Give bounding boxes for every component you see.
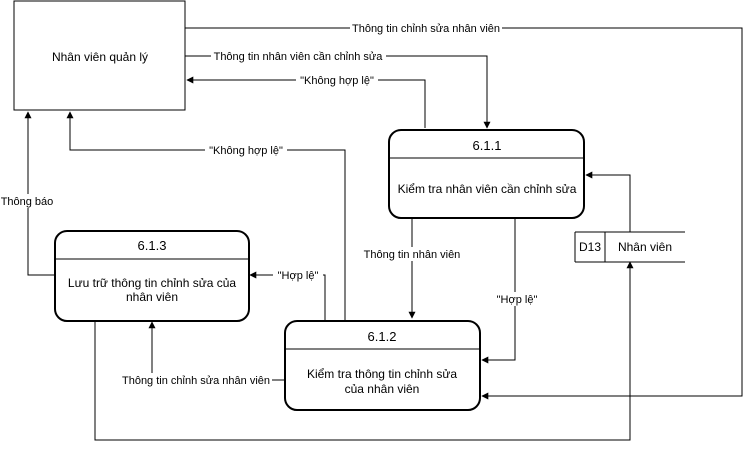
external-entity-label: Nhân viên quản lý: [52, 50, 148, 64]
flow-label-top-long: Thông tin chỉnh sửa nhân viên: [352, 23, 500, 35]
flow-datastore-to-611-line: [585, 171, 631, 232]
datastore-code: D13: [579, 240, 601, 254]
datastore-d13: D13 Nhân viên: [574, 231, 685, 263]
flow-label-valid-2: "Hợp lệ": [278, 270, 319, 282]
flow-invalid-1-line: [186, 76, 426, 128]
flow-label-invalid-1: "Không hợp lệ": [300, 75, 374, 87]
process-name: Kiểm tra nhân viên cần chỉnh sửa: [398, 182, 577, 196]
process-id: 6.1.2: [368, 329, 397, 344]
flow-label-invalid-2: "Không hợp lệ": [209, 145, 283, 157]
flow-notify-line: [24, 111, 55, 276]
datastore-name: Nhân viên: [618, 240, 672, 254]
process-name-line-2: của nhân viên: [345, 382, 420, 396]
flow-valid-1-line: [481, 218, 516, 364]
flow-label-edit-info-bottom: Thông tin chỉnh sửa nhân viên: [122, 375, 270, 387]
flow-labels: Thông tin chỉnh sửa nhân viên Thông tin …: [0, 21, 539, 387]
flow-need-edit-line: [185, 55, 491, 129]
process-name-line-1: Lưu trữ thông tin chỉnh sửa của: [68, 276, 237, 290]
process-id: 6.1.1: [473, 138, 502, 153]
flow-edit-info-line: [148, 321, 285, 381]
flow-label-staff-info: Thông tin nhân viên: [364, 249, 461, 261]
flow-label-notify: Thông báo: [1, 196, 54, 208]
process-name-line-2: nhân viên: [126, 290, 178, 304]
flow-613-to-datastore-line: [94, 261, 634, 441]
flow-label-need-edit: Thông tin nhân viên cần chỉnh sửa: [214, 51, 384, 63]
process-6-1-1: 6.1.1 Kiểm tra nhân viên cần chỉnh sửa: [388, 129, 585, 219]
flow-label-valid-1: "Hợp lệ": [497, 294, 538, 306]
process-6-1-3: 6.1.3 Lưu trữ thông tin chỉnh sửa của nh…: [54, 230, 250, 322]
external-entity-box: [13, 0, 186, 111]
process-name-line-1: Kiểm tra thông tin chỉnh sửa: [307, 367, 457, 381]
process-6-1-2: 6.1.2 Kiểm tra thông tin chỉnh sửa của n…: [284, 320, 481, 411]
process-id: 6.1.3: [138, 238, 167, 253]
